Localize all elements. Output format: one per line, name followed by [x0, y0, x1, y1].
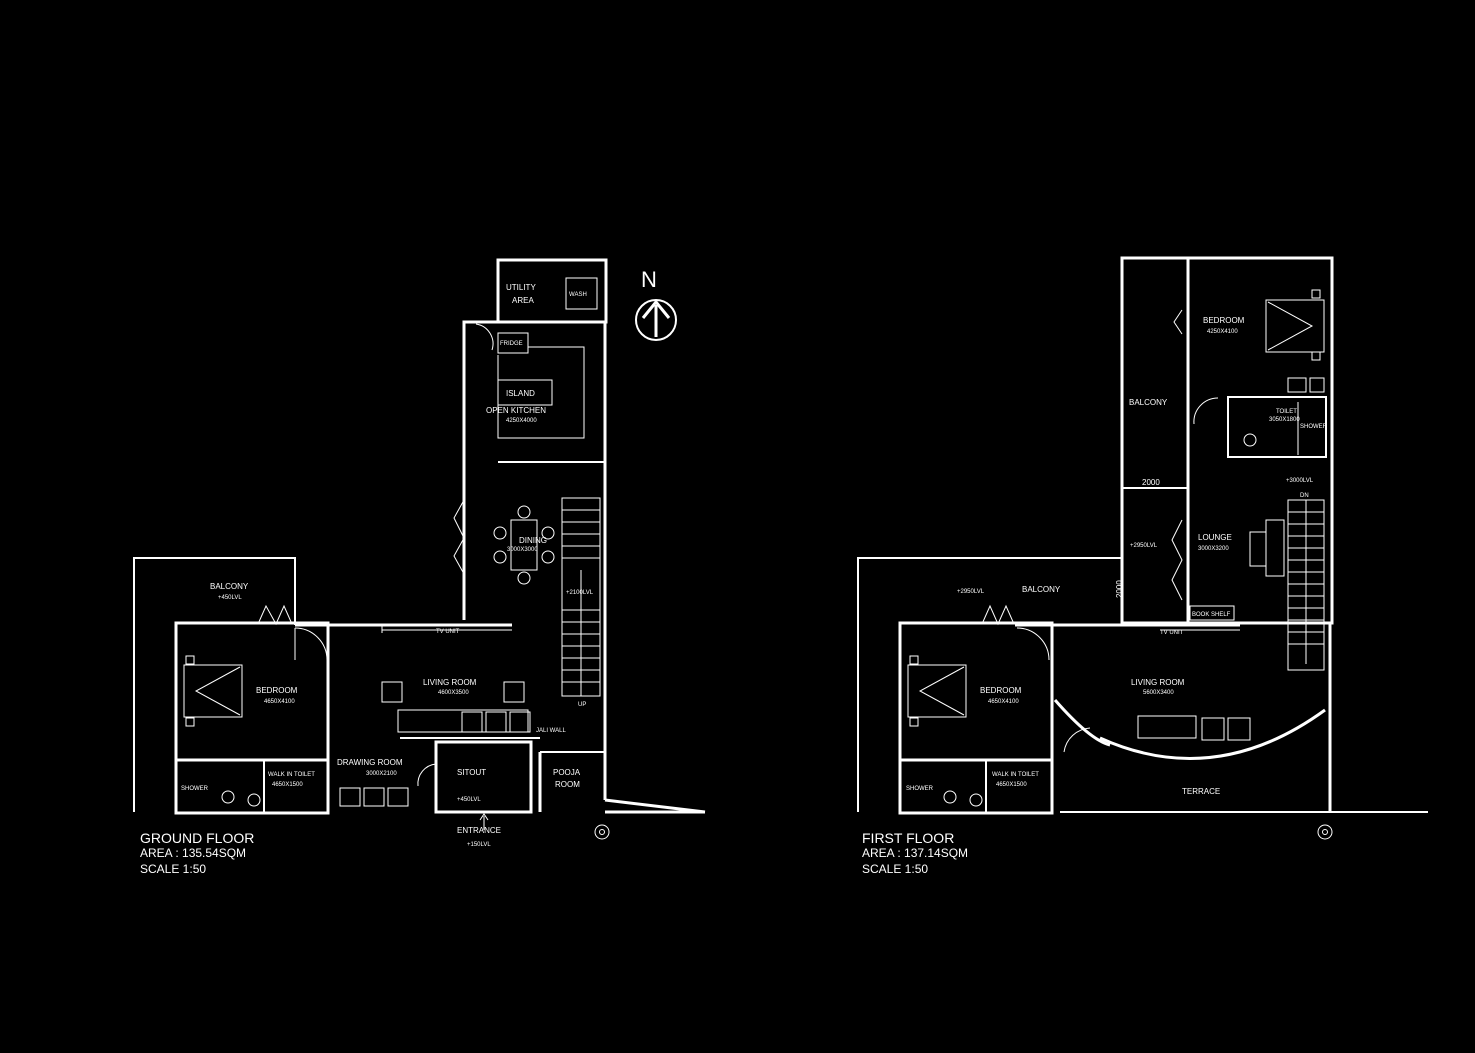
ff-lounge-label: LOUNGE — [1198, 533, 1232, 542]
balcony-label: BALCONY — [210, 582, 249, 591]
wash-label: WASH — [569, 292, 587, 298]
sitout-label: SITOUT — [457, 768, 486, 777]
ff-living-dim: 5600X3400 — [1143, 690, 1174, 696]
ff-level-2950-a: +2950LVL — [1130, 543, 1158, 549]
ff-shower-top-label: SHOWER — [1300, 424, 1328, 430]
ff-book-shelf-label: BOOK SHELF — [1192, 612, 1231, 618]
dining-dim: 3000X3000 — [507, 547, 538, 553]
pooja-label-1: POOJA — [553, 768, 581, 777]
ff-toilet-label: WALK IN TOILET — [992, 772, 1039, 778]
north-label: N — [641, 267, 657, 292]
first-floor-scale: SCALE 1:50 — [862, 862, 928, 876]
drawing-dim: 3000X2100 — [366, 771, 397, 777]
ff-toilet-top-dim: 3050X1800 — [1269, 417, 1300, 423]
ff-dim-2000-a: 2000 — [1142, 478, 1160, 487]
ff-living-label: LIVING ROOM — [1131, 678, 1185, 687]
tv-unit-label: TV UNIT — [436, 629, 460, 635]
toilet-dim: 4650X1500 — [272, 782, 303, 788]
ff-tv-unit-label: TV UNIT — [1160, 630, 1184, 636]
living-dim: 4600X3500 — [438, 690, 469, 696]
utility-label-2: AREA — [512, 296, 534, 305]
ff-bedroom-dim: 4650X4100 — [988, 699, 1019, 705]
ground-floor-plan — [133, 258, 706, 840]
kitchen-label: OPEN KITCHEN — [486, 406, 546, 415]
ff-balcony-top-label: BALCONY — [1129, 398, 1168, 407]
balcony-level: +450LVL — [218, 595, 242, 601]
living-label: LIVING ROOM — [423, 678, 477, 687]
ground-floor-area: AREA : 135.54SQM — [140, 846, 246, 860]
stair-level: +2100LVL — [566, 590, 594, 596]
drawing-label: DRAWING ROOM — [337, 758, 403, 767]
ff-bedroom-top-label: BEDROOM — [1203, 316, 1245, 325]
first-floor-area: AREA : 137.14SQM — [862, 846, 968, 860]
sitout-level: +450LVL — [457, 797, 481, 803]
first-floor-plan — [857, 256, 1428, 840]
ff-shower-label: SHOWER — [906, 786, 934, 792]
ff-bedroom-label: BEDROOM — [980, 686, 1022, 695]
ff-bedroom-top-dim: 4250X4100 — [1207, 329, 1238, 335]
ff-dn-label: DN — [1300, 493, 1309, 499]
bedroom-dim: 4650X4100 — [264, 699, 295, 705]
first-floor-title: FIRST FLOOR — [862, 830, 954, 846]
stair-up: UP — [578, 702, 586, 708]
ground-floor-labels: N UTILITY AREA WASH FRIDGE ISLAND OPEN K… — [140, 267, 657, 876]
ff-dim-2000-b: 2000 — [1115, 580, 1124, 598]
ground-floor-title: GROUND FLOOR — [140, 830, 254, 846]
entrance-level: +150LVL — [467, 842, 491, 848]
utility-label-1: UTILITY — [506, 283, 536, 292]
pooja-label-2: ROOM — [555, 780, 580, 789]
ff-level-2950-b: +2950LVL — [957, 589, 985, 595]
ff-terrace-label: TERRACE — [1182, 787, 1220, 796]
jali-label: JALI WALL — [536, 728, 566, 734]
north-arrow-icon — [635, 299, 677, 341]
toilet-label: WALK IN TOILET — [268, 772, 315, 778]
ff-toilet-top-label: TOILET — [1276, 409, 1297, 415]
ff-toilet-dim: 4650X1500 — [996, 782, 1027, 788]
entrance-label: ENTRANCE — [457, 826, 501, 835]
ground-floor-scale: SCALE 1:50 — [140, 862, 206, 876]
ff-balcony-label: BALCONY — [1022, 585, 1061, 594]
ff-lounge-dim: 3000X3200 — [1198, 546, 1229, 552]
dining-label: DINING — [519, 536, 547, 545]
kitchen-dim: 4250X4000 — [506, 418, 537, 424]
ff-level-3000: +3000LVL — [1286, 478, 1314, 484]
island-label: ISLAND — [506, 389, 535, 398]
first-floor-labels: BEDROOM 4250X4100 BALCONY TOILET 3050X18… — [862, 316, 1328, 876]
shower-label: SHOWER — [181, 786, 209, 792]
bedroom-label: BEDROOM — [256, 686, 298, 695]
fridge-label: FRIDGE — [500, 341, 523, 347]
